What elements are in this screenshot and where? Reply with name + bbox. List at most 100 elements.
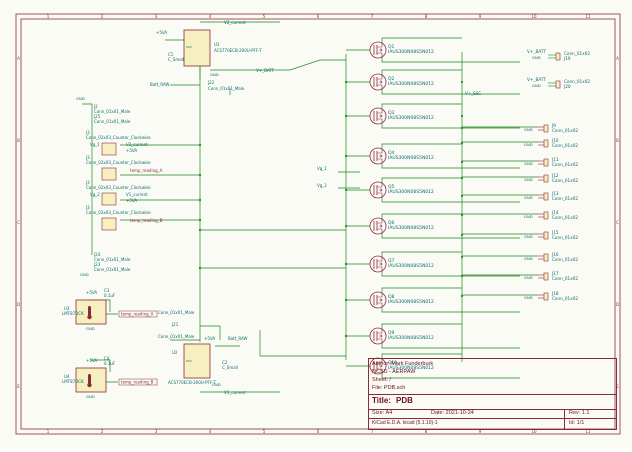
- title-block: Author: Mark Funderburk NCSU - AERPAW Sh…: [368, 358, 617, 430]
- net-temp-a-left: temp_reading_A: [130, 168, 163, 173]
- net-label: V+_BATT: [527, 77, 546, 82]
- tb-title-label: Title:: [372, 396, 391, 405]
- junction-dot: [198, 228, 202, 232]
- net-vg1-mos: Vg_1: [317, 166, 327, 171]
- wires: [82, 21, 538, 393]
- connector-value: Conn_01x02: [552, 235, 578, 240]
- row-marker-D: D: [17, 302, 20, 307]
- tb-sheet: Sheet: /: [372, 377, 391, 383]
- c1-value: C_Small: [168, 57, 184, 62]
- pin-vcc: VCC: [186, 45, 192, 49]
- column-marker-10: 10: [531, 14, 537, 19]
- column-marker-bottom-10: 10: [531, 429, 537, 434]
- gnd: GND: [86, 326, 95, 331]
- junction-dot: [198, 266, 202, 270]
- mosfet-ref: Q3: [388, 110, 395, 116]
- j21-value-2: Conn_01x01_Male: [158, 334, 195, 339]
- junction-dot: [460, 274, 464, 278]
- u3-value: LMT87DCK: [62, 311, 84, 316]
- junction-dot: [460, 141, 464, 145]
- connector-ref: J17: [551, 271, 559, 276]
- connector-value: Conn_01x02: [552, 128, 578, 133]
- j21-ref: J21: [171, 322, 179, 327]
- gnd-label: GND: [524, 195, 533, 200]
- connector-value: Conn_01x02: [564, 51, 590, 56]
- column-marker-bottom-9: 9: [479, 429, 482, 434]
- left-connectors: V+_BATTGNDConn_01x02J19V+_BATTGNDConn_01…: [527, 49, 590, 89]
- gnd-label: GND: [524, 177, 533, 182]
- net-temp_a: temp_reading_A: [121, 312, 154, 317]
- column-marker-5: 5: [263, 14, 266, 19]
- column-marker-2: 2: [101, 14, 104, 19]
- tb-company: NCSU - AERPAW: [372, 369, 416, 375]
- connector-value: Conn_01x02: [552, 196, 578, 201]
- junction-dot: [460, 213, 464, 217]
- tb-id: Id: 1/1: [569, 420, 585, 426]
- column-marker-11: 11: [585, 14, 591, 19]
- j24-ref: J24: [93, 252, 101, 257]
- mosfet-value: IAUS300N08S5N012: [388, 263, 434, 269]
- u4-ref: U4: [64, 374, 70, 379]
- gnd-j23: GND: [80, 272, 89, 277]
- connector-ref: J18: [551, 291, 559, 296]
- net-5va-bottom: +5VA: [204, 336, 215, 341]
- net-5va-left-2: +5VA: [126, 198, 137, 203]
- net-vg2-a: Vg_2: [90, 192, 100, 197]
- j22-value: Conn_01x01_Male: [208, 86, 245, 91]
- column-marker-bottom-2: 2: [101, 429, 104, 434]
- gnd-label: GND: [524, 295, 533, 300]
- junction-dot: [344, 154, 348, 158]
- junction-dot: [460, 233, 464, 237]
- mosfet-ref: Q7: [388, 258, 395, 264]
- mosfet-ref: Q8: [388, 294, 395, 300]
- column-marker-3: 3: [155, 14, 158, 19]
- connector-value: Conn_01x02: [564, 79, 590, 84]
- connector-ref: J10: [551, 138, 559, 143]
- tb-rev: Rev: 1.1: [569, 410, 590, 416]
- j23-value: Conn_01x01_Male: [94, 267, 131, 272]
- junction-dot: [344, 80, 348, 84]
- connector-value: Conn_01x02: [552, 143, 578, 148]
- junction-dot: [198, 198, 202, 202]
- j25-ref: J25: [93, 114, 101, 119]
- mosfet-value: IAUS300N08S5N012: [388, 115, 434, 121]
- junction-dot: [460, 160, 464, 164]
- connector-ref: J12: [551, 173, 559, 178]
- mosfet-value: IAUS300N08S5N012: [388, 155, 434, 161]
- net-temp_b: temp_reading_B: [121, 380, 154, 385]
- gnd-u1: GND: [210, 72, 219, 77]
- column-marker-7: 7: [371, 14, 374, 19]
- junction-dot: [344, 114, 348, 118]
- gnd-j2: GND: [76, 96, 85, 101]
- net-label: V+_BATT: [527, 49, 546, 54]
- net-vesc: V+_ESC: [465, 91, 481, 96]
- net-batt-raw-top: Batt_RAW: [150, 82, 169, 87]
- junction-dot: [460, 194, 464, 198]
- gnd-u2: GND: [212, 382, 221, 387]
- mosfet-value: IAUS300N08S5N012: [388, 225, 434, 231]
- column-marker-1: 1: [47, 14, 50, 19]
- tb-author: Author: Mark Funderburk: [372, 361, 434, 367]
- mosfet-array: Q1IAUS300N08S5N012Q2IAUS300N08S5N012Q3IA…: [369, 41, 434, 375]
- junction-dot: [344, 188, 348, 192]
- row-marker-B: B: [17, 138, 20, 143]
- junction-dot: [198, 143, 202, 147]
- net-v2-current-top: V2_current: [224, 20, 246, 25]
- misc-components: U1ACS770ECB-200U-PFF-TVCCV2_current+5VAC…: [62, 20, 481, 399]
- mosfet-ref: Q5: [388, 184, 395, 190]
- u1-value: ACS770ECB-200U-PFF-T: [214, 48, 262, 53]
